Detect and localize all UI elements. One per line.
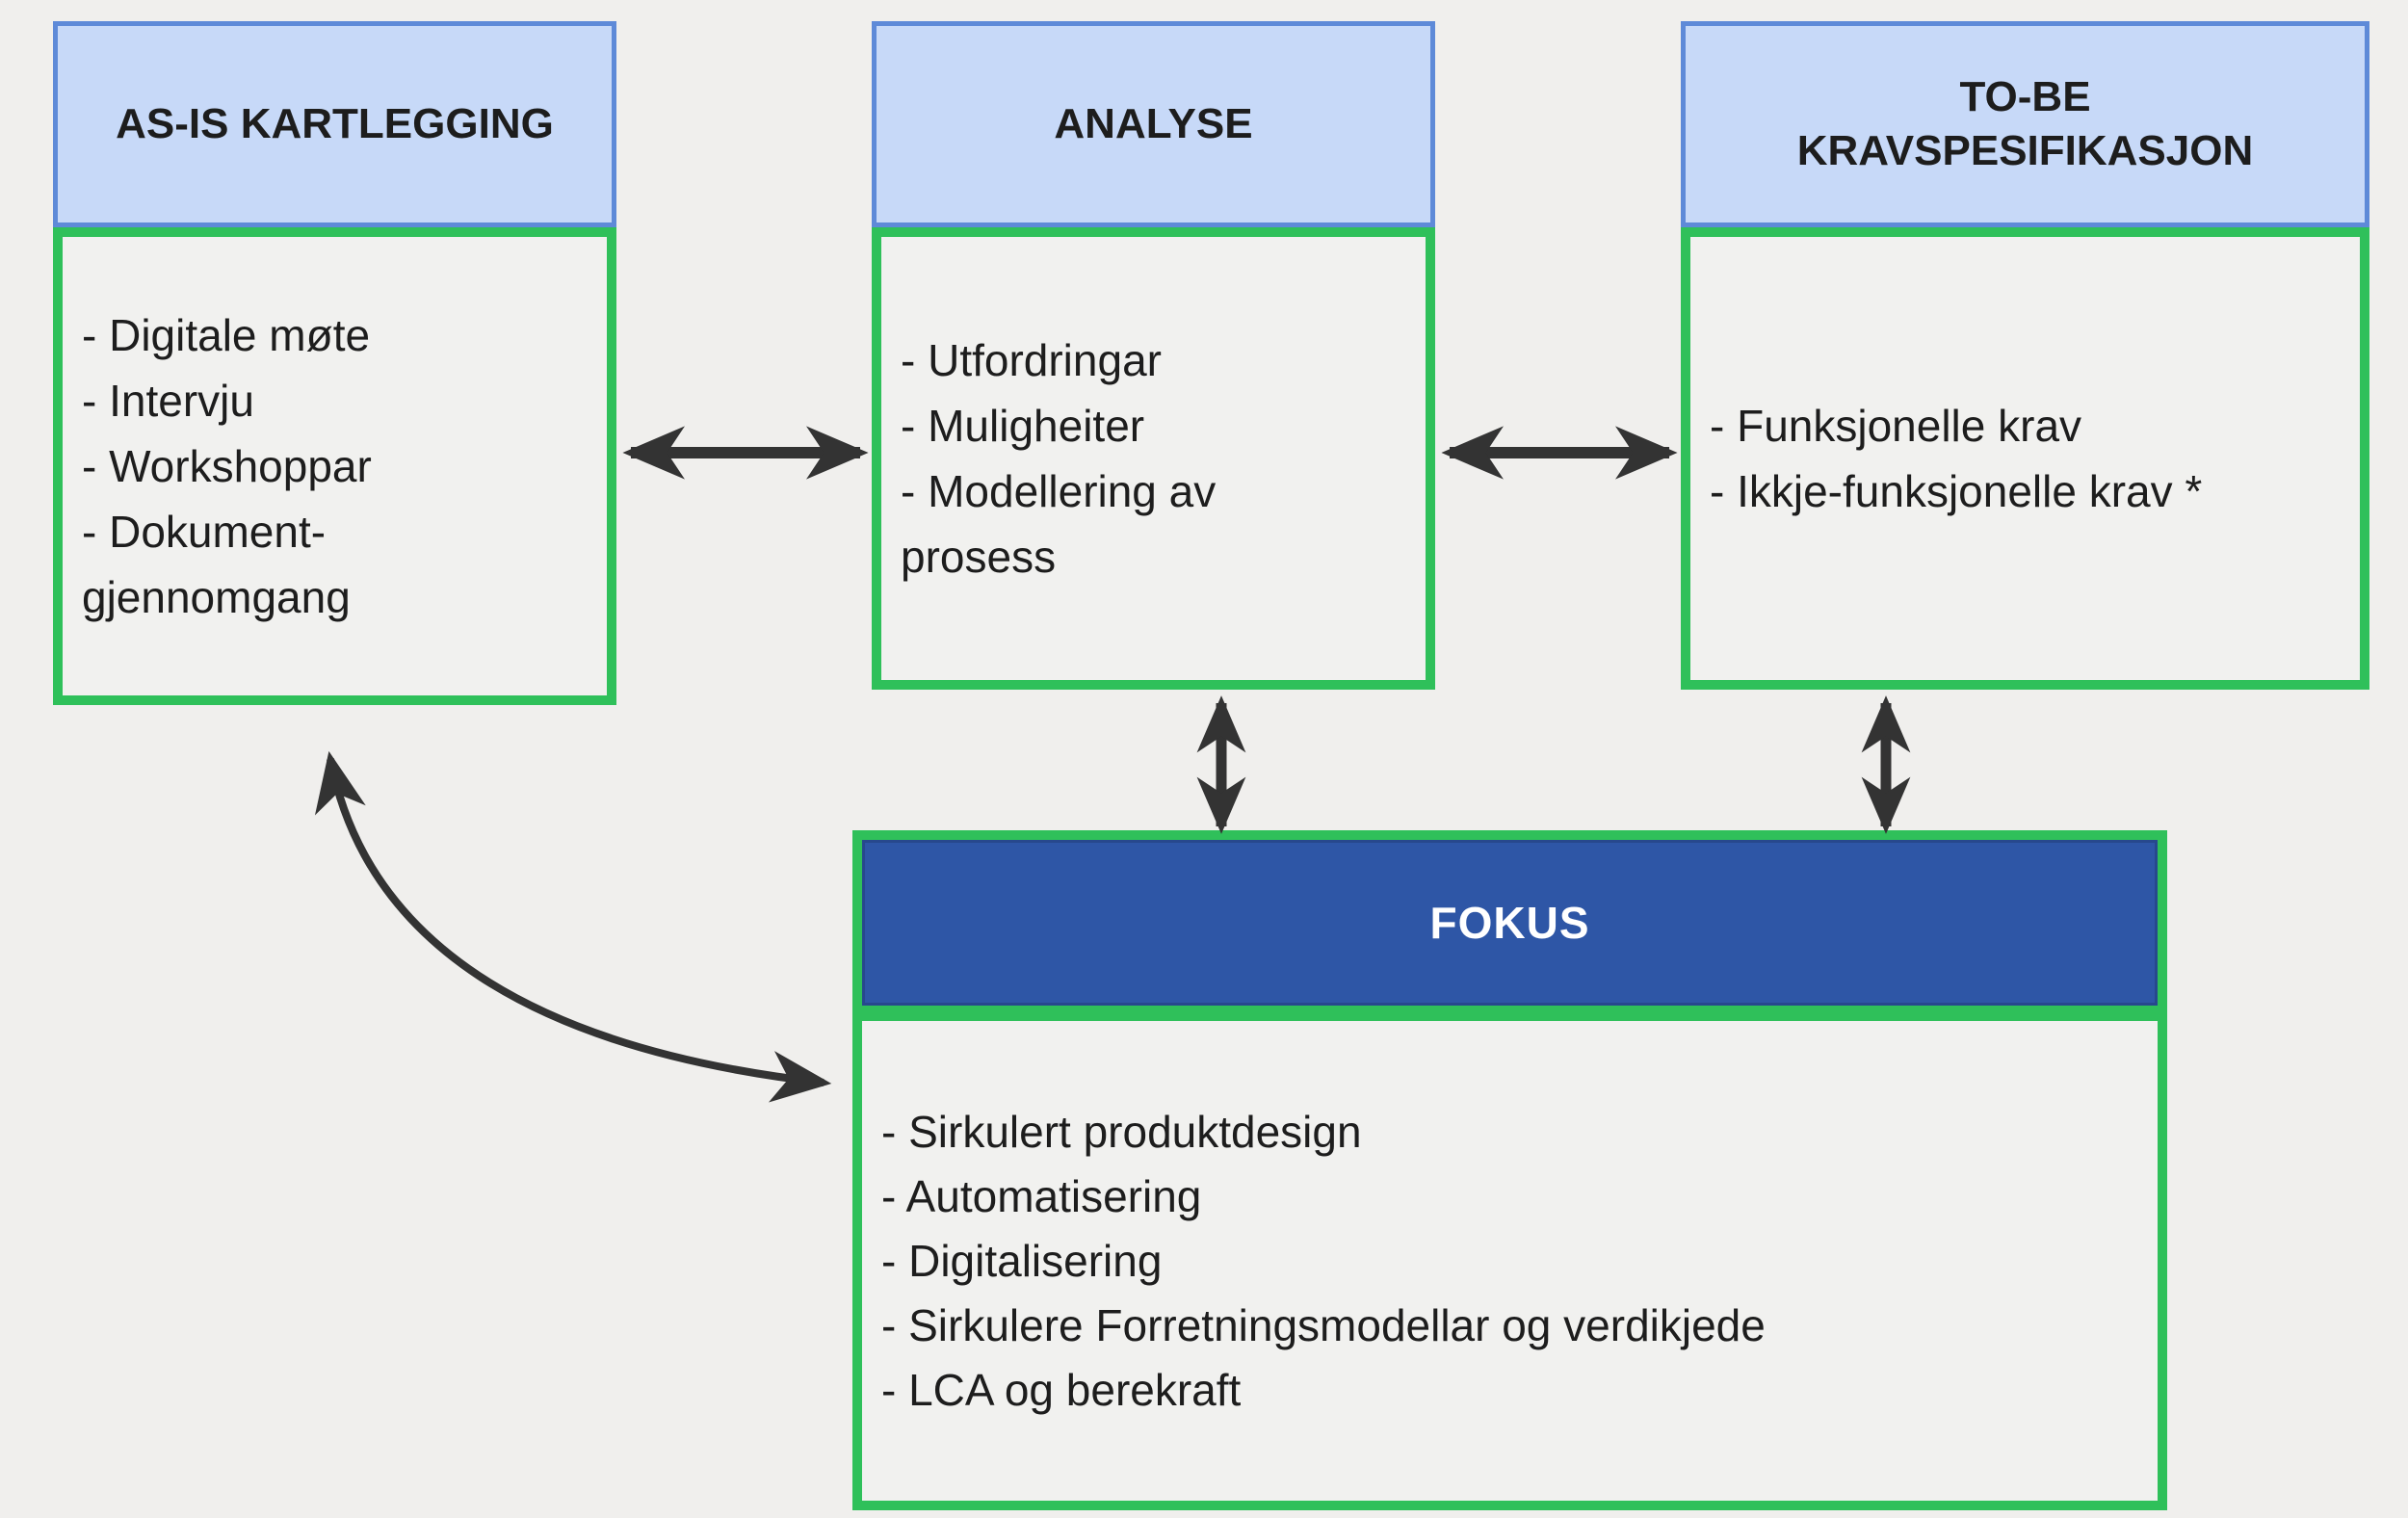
tobe-item: - Funksjonelle krav [1710,401,2082,451]
asis-item: - Dokument- gjennomgang [82,507,351,622]
analyse-item: - Utfordringar [901,335,1162,385]
fokus-item: - Automatisering [881,1170,1202,1221]
asis-item: - Intervju [82,376,254,426]
asis-item: - Workshoppar [82,441,372,491]
tobe-item: - Ikkje-funksjonelle krav * [1710,466,2203,516]
asis-item: - Digitale møte [82,310,371,360]
tobe-header: TO-BE KRAVSPESIFIKASJON [1681,21,2369,227]
fokus-header: FOKUS [862,840,2158,1006]
fokus-item: - Sirkulert produktdesign [881,1106,1362,1157]
fokus-body: - Sirkulert produktdesign - Automatiseri… [862,1021,2158,1501]
analyse-header: ANALYSE [872,21,1435,227]
asis-header: AS-IS KARTLEGGING [53,21,616,227]
fokus-item: - LCA og berekraft [881,1364,1242,1415]
fokus-item: - Digitalisering [881,1235,1163,1286]
fokus-item: - Sirkulere Forretningsmodellar og verdi… [881,1299,1766,1350]
fokus-box: FOKUS - Sirkulert produktdesign - Automa… [852,830,2167,1510]
asis-body: - Digitale møte - Intervju - Workshoppar… [53,227,616,705]
analyse-item: - Muligheiter [901,401,1145,451]
tobe-body: - Funksjonelle krav - Ikkje-funksjonelle… [1681,227,2369,690]
double-arrow-curved-asis-fokus [314,750,832,1103]
analyse-body: - Utfordringar - Muligheiter - Modelleri… [872,227,1435,690]
analyse-item: - Modellering av prosess [901,466,1217,582]
